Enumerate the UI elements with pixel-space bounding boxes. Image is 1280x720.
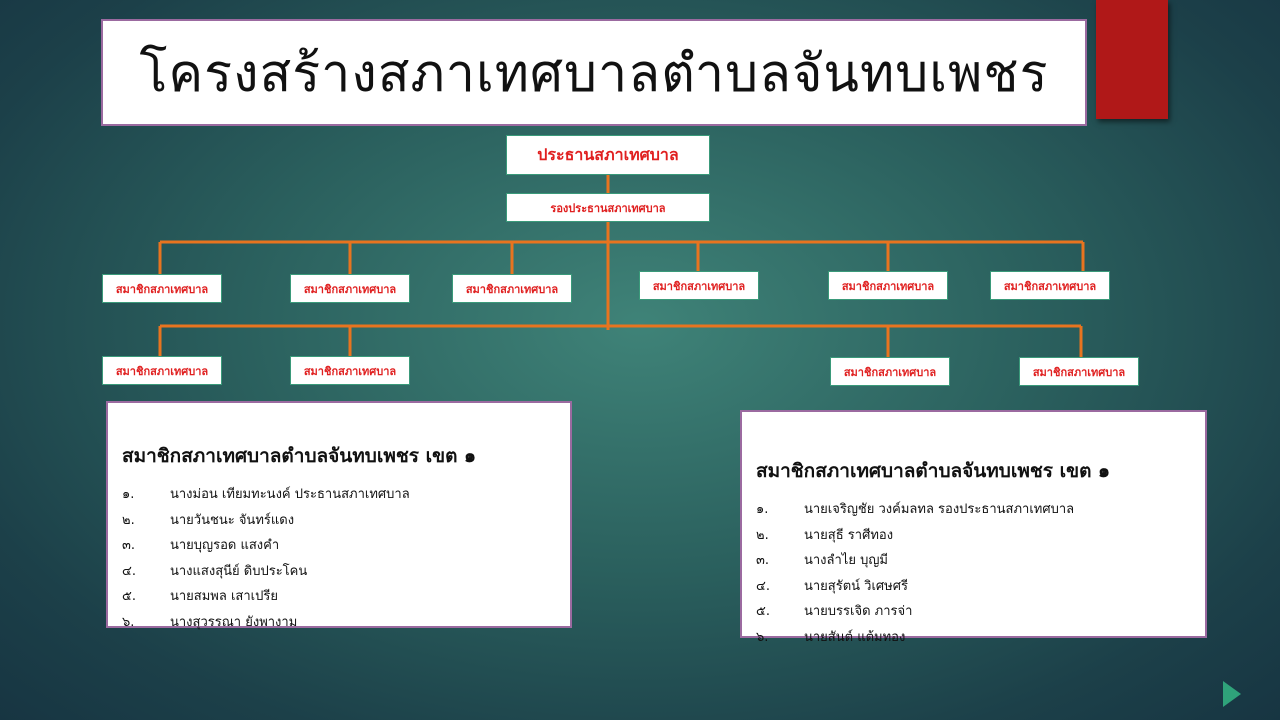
list-item-number: ๑. — [756, 502, 769, 518]
node-vice-chair: รองประธานสภาเทศบาล — [506, 193, 710, 222]
list-item-name: นายสันต์ แต้มทอง — [804, 629, 906, 645]
list-item-name: นายสุธี ราศีทอง — [804, 527, 894, 543]
list-heading: สมาชิกสภาเทศบาลตำบลจันทบเพชร เขต ๑ — [756, 460, 1111, 482]
list-item: ๒. นายวันชนะ จันทร์แดง — [122, 507, 556, 533]
list-item-number: ๒. — [756, 527, 769, 543]
node-label: สมาชิกสภาเทศบาล — [841, 279, 935, 293]
node-label: สมาชิกสภาเทศบาล — [303, 364, 397, 378]
list-item: ๔. นายสุรัตน์ วิเศษศรี — [756, 573, 1191, 599]
list-item-number: ๖. — [122, 614, 135, 630]
list-item-name: นางสุวรรณา ยังพางาม — [170, 614, 298, 630]
list-item-number: ๓. — [122, 538, 136, 554]
list-item: ๓. นายบุญรอด แสงคำ — [122, 532, 556, 558]
list-item: ๑. นางม่อน เทียมทะนงค์ ประธานสภาเทศบาล — [122, 481, 556, 507]
list-item-number: ๔. — [756, 578, 770, 594]
node-member-r1-5: สมาชิกสภาเทศบาล — [828, 271, 948, 300]
list-item-number: ๑. — [122, 487, 135, 503]
list-item: ๒. นายสุธี ราศีทอง — [756, 522, 1191, 548]
member-list-left: สมาชิกสภาเทศบาลตำบลจันทบเพชร เขต ๑ ๑. นาง… — [106, 401, 572, 630]
node-label: สมาชิกสภาเทศบาล — [465, 282, 559, 296]
node-label: สมาชิกสภาเทศบาล — [115, 282, 209, 296]
node-label: สมาชิกสภาเทศบาล — [843, 365, 937, 379]
list-item-name: นายบุญรอด แสงคำ — [170, 538, 280, 554]
node-label: สมาชิกสภาเทศบาล — [652, 279, 746, 293]
node-member-r1-3: สมาชิกสภาเทศบาล — [452, 274, 572, 303]
node-chair: ประธานสภาเทศบาล — [506, 135, 710, 175]
list-item-number: ๖. — [756, 629, 769, 645]
list-item-name: นายบรรเจิด ภารจ่า — [804, 604, 913, 620]
node-member-r2-3: สมาชิกสภาเทศบาล — [830, 357, 950, 386]
node-label: สมาชิกสภาเทศบาล — [303, 282, 397, 296]
list-item: ๖. นายสันต์ แต้มทอง — [756, 624, 1191, 650]
node-member-r1-6: สมาชิกสภาเทศบาล — [990, 271, 1110, 300]
list-item: ๖. นางสุวรรณา ยังพางาม — [122, 609, 556, 635]
list-item-name: นายเจริญชัย วงค์มลทล รองประธานสภาเทศบาล — [804, 502, 1075, 518]
node-member-r2-1: สมาชิกสภาเทศบาล — [102, 356, 222, 385]
node-label: สมาชิกสภาเทศบาล — [115, 364, 209, 378]
node-label: สมาชิกสภาเทศบาล — [1032, 365, 1126, 379]
list-item-name: นางแสงสุนีย์ ดิบประโคน — [170, 563, 308, 579]
list-item-number: ๓. — [756, 553, 770, 569]
page-title: โครงสร้างสภาเทศบาลตำบลจันทบเพชร — [139, 44, 1049, 104]
member-list-right: สมาชิกสภาเทศบาลตำบลจันทบเพชร เขต ๑ ๑. นาย… — [740, 410, 1207, 645]
list-item-number: ๒. — [122, 512, 135, 528]
list-heading: สมาชิกสภาเทศบาลตำบลจันทบเพชร เขต ๑ — [122, 445, 477, 467]
red-accent-tab — [1096, 0, 1168, 119]
list-item-name: นายสุรัตน์ วิเศษศรี — [804, 578, 908, 594]
node-member-r2-4: สมาชิกสภาเทศบาล — [1019, 357, 1139, 386]
node-chair-label: ประธานสภาเทศบาล — [537, 144, 679, 164]
node-vice-chair-label: รองประธานสภาเทศบาล — [550, 201, 666, 215]
list-item: ๕. นายบรรเจิด ภารจ่า — [756, 598, 1191, 624]
node-member-r1-1: สมาชิกสภาเทศบาล — [102, 274, 222, 303]
list-item-number: ๕. — [756, 604, 770, 620]
node-member-r2-2: สมาชิกสภาเทศบาล — [290, 356, 410, 385]
node-member-r1-2: สมาชิกสภาเทศบาล — [290, 274, 410, 303]
list-item-number: ๕. — [122, 589, 136, 605]
list-item-number: ๔. — [122, 563, 136, 579]
list-item-name: นายสมพล เสาเปรีย — [170, 589, 278, 605]
list-item: ๑. นายเจริญชัย วงค์มลทล รองประธานสภาเทศบา… — [756, 496, 1191, 522]
node-member-r1-4: สมาชิกสภาเทศบาล — [639, 271, 759, 300]
list-item-name: นางลำไย บุญมี — [804, 553, 888, 569]
list-item: ๔. นางแสงสุนีย์ ดิบประโคน — [122, 558, 556, 584]
play-arrow-icon — [1223, 681, 1241, 707]
title-box: โครงสร้างสภาเทศบาลตำบลจันทบเพชร — [101, 19, 1087, 126]
list-item-name: นางม่อน เทียมทะนงค์ ประธานสภาเทศบาล — [170, 487, 410, 503]
list-item: ๓. นางลำไย บุญมี — [756, 547, 1191, 573]
node-label: สมาชิกสภาเทศบาล — [1003, 279, 1097, 293]
list-item-name: นายวันชนะ จันทร์แดง — [170, 512, 295, 528]
list-item: ๕. นายสมพล เสาเปรีย — [122, 583, 556, 609]
